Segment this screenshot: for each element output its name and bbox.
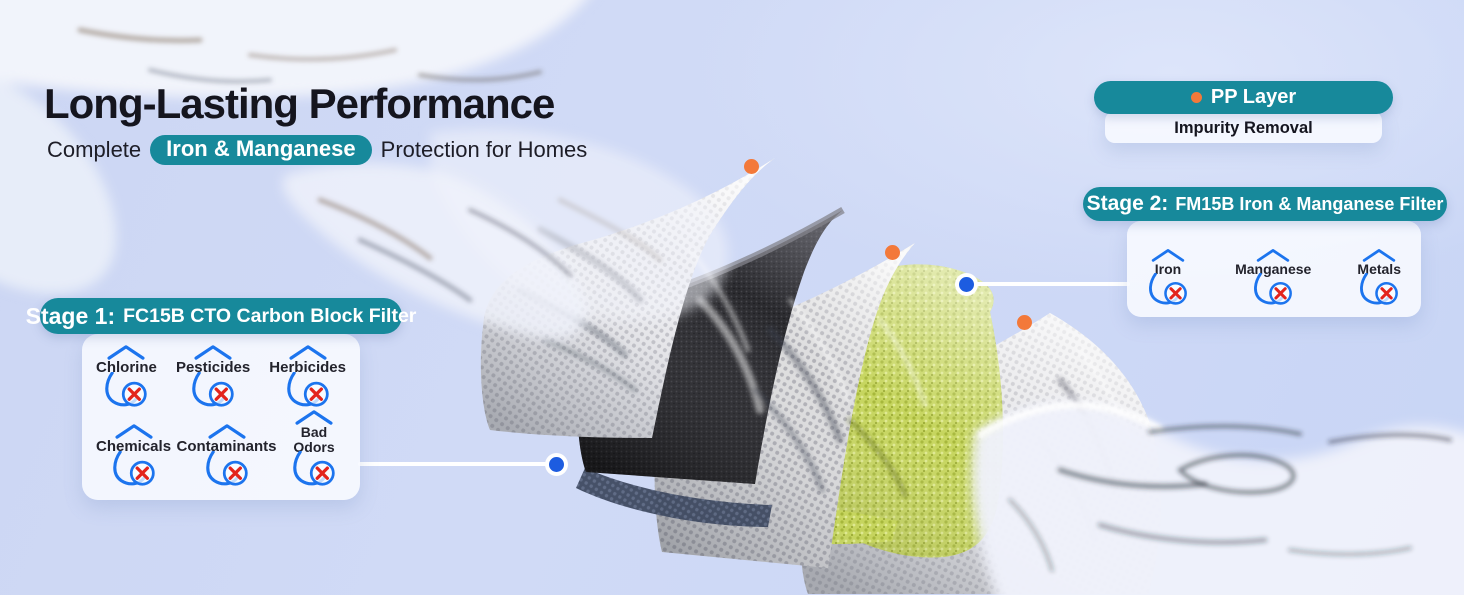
contaminant-label: Chlorine [96, 359, 157, 376]
bottom-white-strip [0, 595, 1464, 600]
water-drop-blocked-icon [205, 451, 248, 486]
pp-layer-label: PP Layer [1210, 86, 1297, 108]
filter-layer-mesh [654, 243, 915, 568]
contaminant-label: Metals [1357, 260, 1401, 277]
contaminant-label: Iron [1154, 260, 1182, 277]
stage2-callout: Stage 2: FM15B Iron & Manganese Filter I… [1083, 187, 1447, 317]
pp-layer-description-box: Impurity Removal [1105, 111, 1382, 143]
water-splash-top-left [0, 0, 729, 340]
pp-layer-marker-orange-dot-2 [885, 245, 900, 260]
contaminant-item: Pesticides [176, 344, 250, 409]
water-drop-chevron-icon [114, 423, 153, 439]
water-drop-chevron-icon [107, 345, 145, 360]
stage2-contaminants-box: Iron Manganese Metals [1127, 221, 1421, 317]
contaminant-label: Pesticides [175, 359, 251, 376]
contaminant-item: Chemicals [96, 423, 171, 488]
water-drop-blocked-icon [1360, 273, 1399, 305]
contaminant-item: Chlorine [96, 344, 157, 409]
stage1-callout: Stage 1: FC15B CTO Carbon Block Filter C… [26, 298, 416, 500]
water-drop-chevron-icon [194, 345, 232, 360]
contaminant-label: Bad Odors [293, 424, 335, 455]
stage1-pill: Stage 1: FC15B CTO Carbon Block Filter [26, 298, 416, 334]
water-drop-chevron-icon [1256, 248, 1290, 262]
stage1-pill-name: FC15B CTO Carbon Block Filter [123, 304, 417, 327]
stage2-pill-prefix: Stage 2: [1086, 192, 1169, 215]
stage2-pill-name: FM15B Iron & Manganese Filter [1175, 193, 1444, 214]
water-drop-blocked-icon [1254, 273, 1293, 305]
water-drop-chevron-icon [1151, 248, 1185, 262]
water-flow-bottom-right [971, 401, 1464, 600]
water-drop-chevron-icon [207, 423, 246, 439]
pp-layer-pill: PP Layer [1094, 81, 1393, 114]
stage1-marker-blue-dot [549, 457, 564, 472]
page-title: Long-Lasting Performance [44, 80, 555, 127]
contaminant-item: Iron [1147, 248, 1189, 307]
pp-layer-description: Impurity Removal [1174, 119, 1313, 137]
contaminant-item: Metals [1357, 248, 1401, 307]
contaminant-item: Manganese [1235, 248, 1311, 307]
stage1-contaminants-box: Chlorine Pesticides Herbicides Chemi [82, 334, 360, 500]
orange-dot-icon [1190, 92, 1202, 103]
water-drop-blocked-icon [293, 451, 335, 486]
contaminant-label: Contaminants [176, 437, 277, 455]
stage2-pill: Stage 2: FM15B Iron & Manganese Filter [1083, 187, 1447, 221]
contaminant-item: Contaminants [177, 423, 277, 488]
pp-layer-marker-orange-dot-1 [744, 159, 759, 174]
contaminant-item: Herbicides [269, 344, 346, 409]
contaminant-label: Herbicides [269, 359, 346, 376]
hero-header: Long-Lasting Performance Complete Iron &… [44, 80, 588, 166]
connector-line-stage2 [964, 282, 1130, 286]
water-drop-chevron-icon [1362, 248, 1396, 262]
water-drop-chevron-icon [289, 345, 327, 360]
contaminant-label: Manganese [1235, 260, 1312, 277]
contaminant-row: Chemicals Contaminants Bad Odors [96, 409, 346, 488]
stage2-marker-blue-dot [959, 277, 974, 292]
page-subtitle: Complete Iron & Manganese Protection for… [47, 135, 588, 166]
pp-layer-callout: PP Layer Impurity Removal [1094, 81, 1393, 143]
connector-line-stage1 [358, 462, 558, 466]
water-drop-blocked-icon [105, 372, 148, 407]
contaminant-item: Bad Odors [282, 409, 346, 488]
water-drop-blocked-icon [192, 372, 234, 407]
subtitle-suffix: Protection for Homes [380, 137, 588, 163]
water-drop-blocked-icon [112, 451, 155, 486]
pp-layer-marker-orange-dot-3 [1017, 315, 1032, 330]
contaminant-label: Chemicals [96, 437, 172, 455]
water-drop-chevron-icon [295, 410, 333, 426]
contaminant-row: Chlorine Pesticides Herbicides [96, 344, 346, 409]
water-drop-blocked-icon [1149, 273, 1187, 305]
subtitle-prefix: Complete [47, 137, 142, 163]
filter-layer-navy-mesh [576, 468, 772, 527]
subtitle-badge: Iron & Manganese [150, 135, 372, 166]
water-drop-blocked-icon [286, 372, 329, 407]
stage1-pill-prefix: Stage 1: [25, 302, 116, 329]
